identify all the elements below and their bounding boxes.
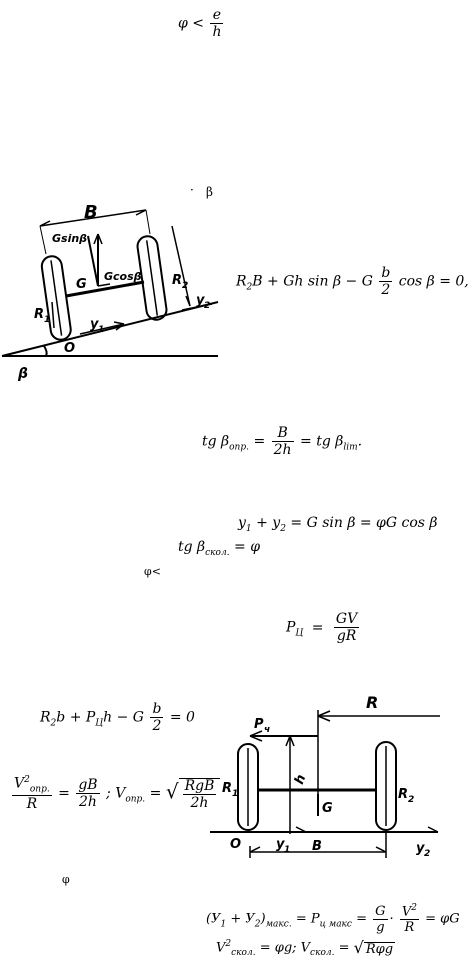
formula-slide-velocity: V2скол. = φg; Vскол. = √Rφg xyxy=(216,938,396,959)
label-P: P xyxy=(254,717,264,732)
label-Gsin: Gsinβ xyxy=(52,232,87,245)
beta-note: β xyxy=(206,185,213,199)
label-y2: y xyxy=(196,293,205,308)
label-y2-2: y xyxy=(416,841,425,856)
formula-y-sum: y1 + y2 = G sin β = φG cos β xyxy=(238,515,438,534)
label-B: B xyxy=(84,202,98,223)
figure-turn-diagram: R P ч h G R 1 R 2 O y 1 B y 2 xyxy=(210,693,440,859)
dim-right xyxy=(171,225,191,307)
svg-text:1: 1 xyxy=(284,845,290,855)
svg-text:1: 1 xyxy=(98,325,104,335)
label-R2-2: R xyxy=(398,787,408,802)
label-Gcos: Gcosβ xyxy=(104,270,142,283)
left-wheel-2 xyxy=(237,743,259,831)
svg-text:1: 1 xyxy=(44,315,50,325)
dim-B xyxy=(39,209,147,227)
left-wheel xyxy=(40,255,72,341)
label-B2: B xyxy=(312,839,322,854)
right-wheel-2 xyxy=(375,741,397,831)
g-slanted xyxy=(87,235,99,287)
formula-tg-beta-slide: tg βскол. = φ xyxy=(178,539,261,558)
label-O: O xyxy=(64,341,75,356)
axle-line xyxy=(65,280,145,298)
phi-less-note: φ< xyxy=(144,565,161,578)
label-O2: O xyxy=(230,837,241,852)
formula-lhs: φ < xyxy=(178,15,204,32)
svg-text:ч: ч xyxy=(264,725,270,735)
label-beta: β xyxy=(17,366,28,382)
label-h: h xyxy=(292,773,309,787)
right-wheel xyxy=(136,235,168,321)
label-y1: y xyxy=(90,317,99,332)
svg-text:2: 2 xyxy=(424,849,430,859)
label-R2: R xyxy=(172,273,182,288)
label-R1: R xyxy=(34,307,44,322)
figure-slope-diagram: B Gsinβ G Gcosβ R 1 R 2 y 1 y 2 O β xyxy=(1,202,219,382)
svg-text:2: 2 xyxy=(408,795,414,805)
label-y1-2: y xyxy=(276,837,285,852)
svg-text:2: 2 xyxy=(204,301,210,311)
svg-text:2: 2 xyxy=(182,281,188,291)
label-G2: G xyxy=(322,801,333,816)
slope-line xyxy=(1,301,219,357)
phi-note: φ xyxy=(62,873,70,886)
label-G: G xyxy=(76,277,87,292)
dot-mark: · xyxy=(190,183,194,197)
label-R: R xyxy=(366,693,378,712)
beta-arc xyxy=(43,345,48,357)
label-R1-2: R xyxy=(222,781,232,796)
svg-text:1: 1 xyxy=(232,789,238,799)
